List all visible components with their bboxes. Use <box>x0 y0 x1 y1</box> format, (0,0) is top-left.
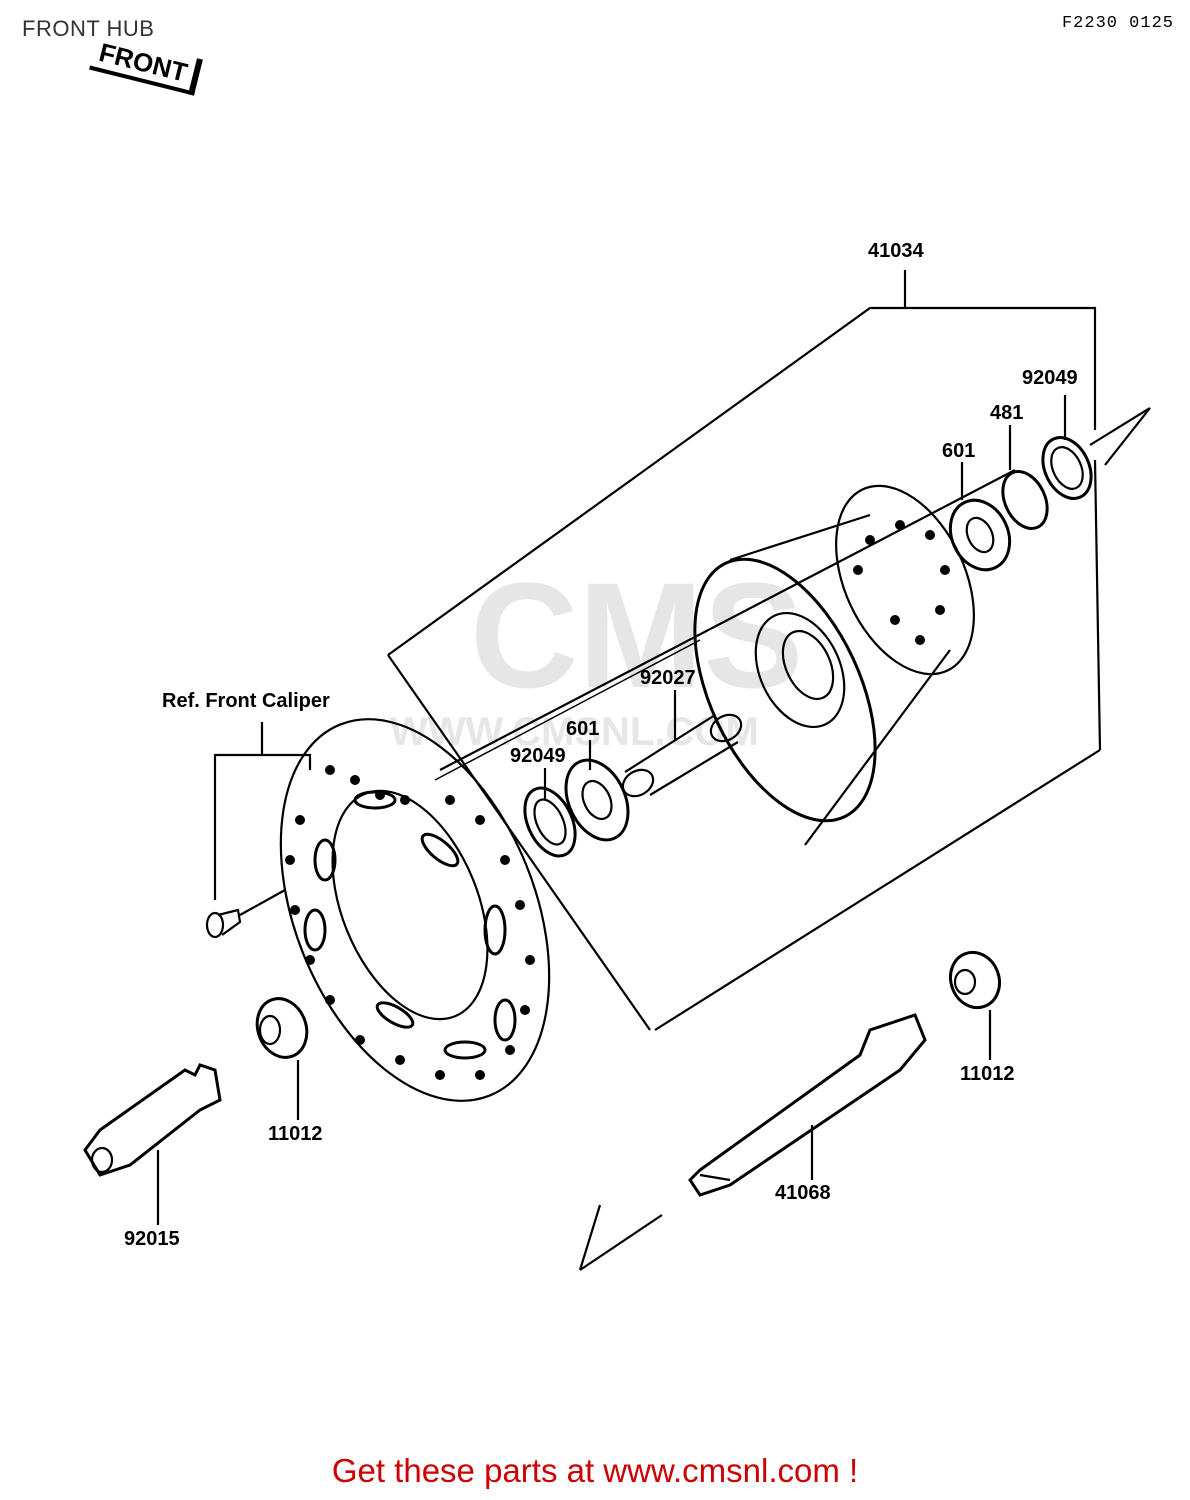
collar-right <box>948 950 1002 1010</box>
axle-shaft <box>688 1013 927 1197</box>
label-41068: 41068 <box>775 1182 831 1204</box>
collar-left <box>255 997 309 1059</box>
hub-assembly-bracket <box>387 270 1151 1031</box>
arrow-lower <box>578 1204 663 1271</box>
label-11012-left: 11012 <box>268 1123 323 1145</box>
axle-sleeve <box>83 1063 222 1225</box>
label-92015: 92015 <box>124 1228 180 1250</box>
label-92049-left: 92049 <box>510 745 566 767</box>
axis-line-upper <box>439 469 1016 771</box>
label-92027: 92027 <box>640 667 696 689</box>
label-481: 481 <box>990 402 1024 424</box>
diagram-code: F2230 0125 <box>1061 14 1174 33</box>
label-11012-right: 11012 <box>960 1063 1015 1085</box>
footer-link[interactable]: Get these parts at www.cmsnl.com ! <box>331 1452 859 1489</box>
label-caliper-ref: Ref. Front Caliper <box>162 690 330 712</box>
page-title: FRONT HUB <box>22 16 155 41</box>
watermark-brand: CMS <box>470 551 804 719</box>
label-41034: 41034 <box>868 240 924 262</box>
hub <box>693 484 975 846</box>
label-601-left: 601 <box>566 718 600 740</box>
circlip <box>1001 470 1049 530</box>
brake-disc <box>279 718 551 1102</box>
disc-bolt <box>205 889 286 939</box>
bearing-left <box>564 758 630 842</box>
label-601-right: 601 <box>942 440 976 462</box>
spacer-tube <box>621 713 743 798</box>
seal-right <box>1041 436 1093 500</box>
label-92049-right: 92049 <box>1022 367 1078 389</box>
seal-left <box>523 786 577 858</box>
bearing-right <box>948 498 1012 572</box>
caliper-ref-bracket <box>213 722 312 900</box>
